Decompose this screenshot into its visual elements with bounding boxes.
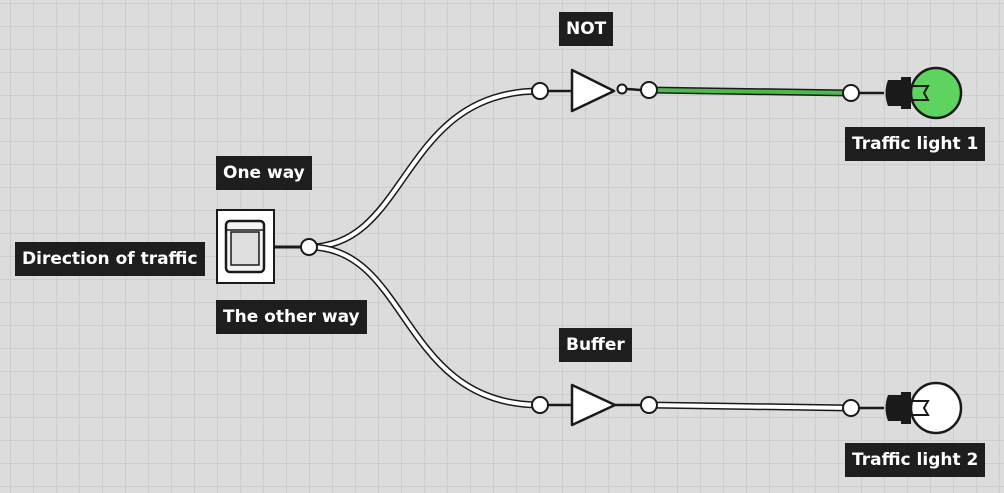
toggle-switch-icon [224, 219, 266, 274]
light-bulb-icon[interactable] [885, 381, 963, 435]
not-gate-input-pin[interactable] [531, 82, 549, 100]
wire-switch-to-buffer[interactable] [308, 243, 541, 409]
light-1-input-pin[interactable] [842, 84, 860, 102]
wire-switch-to-not[interactable] [308, 87, 541, 251]
wire-buffer-to-light-2[interactable] [648, 401, 852, 412]
one-way-label: One way [216, 156, 312, 190]
buffer-gate-icon[interactable] [570, 383, 617, 427]
switch-output-pin[interactable] [300, 238, 318, 256]
light-bulb-icon[interactable] [885, 66, 963, 120]
not-gate-output-pin[interactable] [640, 81, 658, 99]
not-gate-icon[interactable] [570, 68, 628, 113]
traffic-direction-switch[interactable] [216, 209, 300, 284]
buffer-gate-output-pin[interactable] [640, 396, 658, 414]
buffer-gate-input-pin[interactable] [531, 396, 549, 414]
wire-not-to-light-1[interactable] [648, 86, 852, 97]
traffic-light-1-label: Traffic light 1 [845, 127, 986, 161]
light-2-input-pin[interactable] [842, 399, 860, 417]
other-way-label: The other way [216, 300, 367, 334]
switch-label: Direction of traffic [15, 242, 205, 276]
not-gate-label: NOT [559, 12, 614, 46]
buffer-gate-label: Buffer [559, 328, 632, 362]
traffic-light-2-label: Traffic light 2 [845, 443, 986, 477]
